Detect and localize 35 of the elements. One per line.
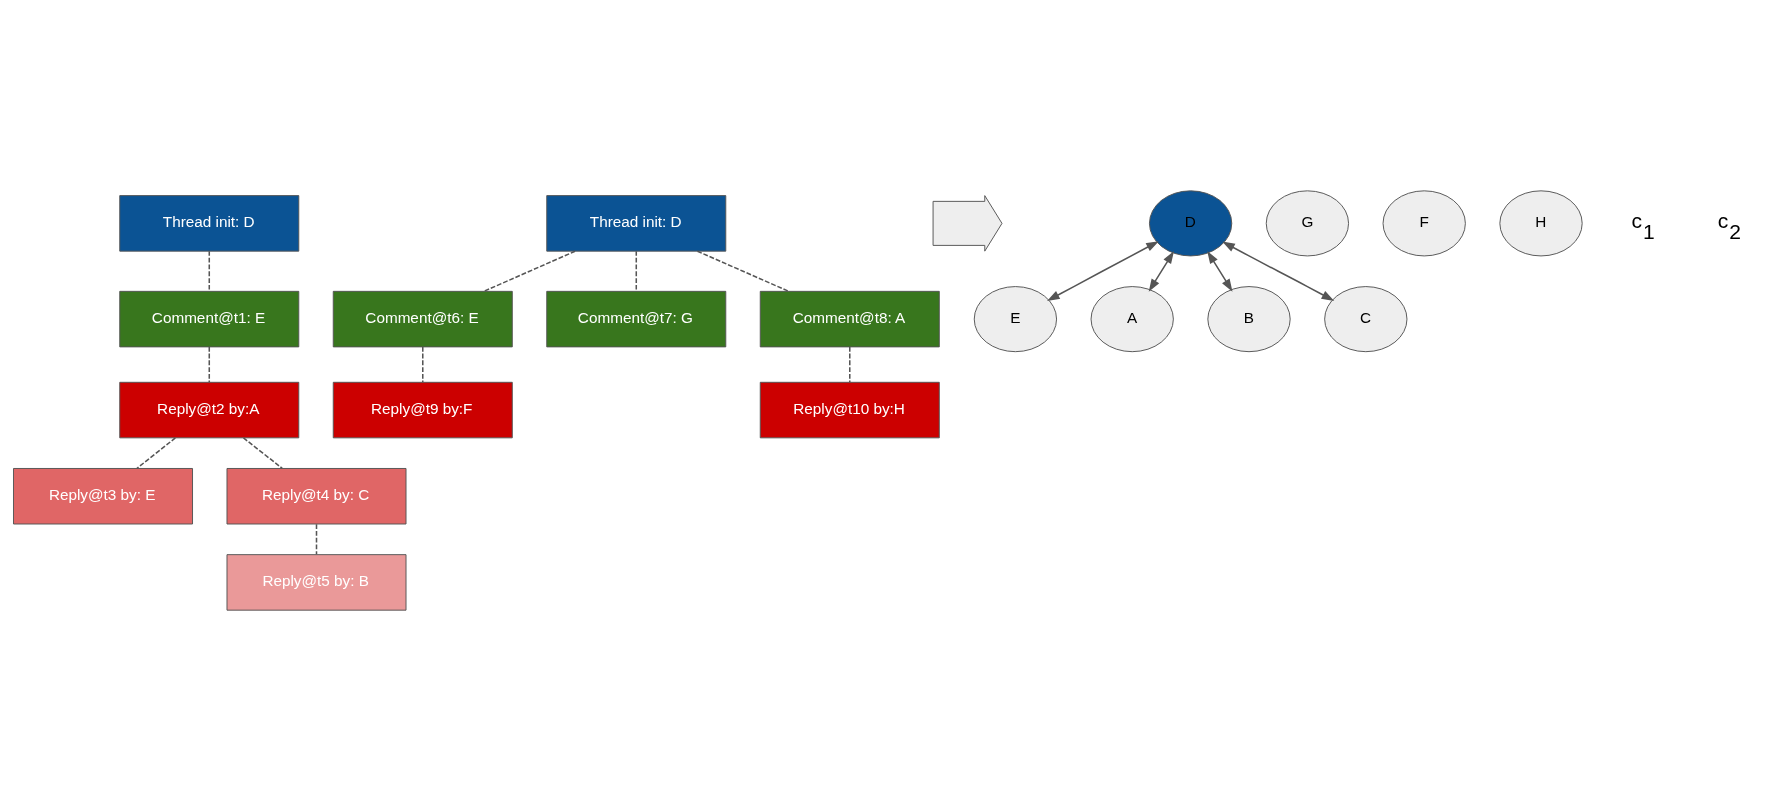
connector — [849, 345, 851, 383]
node-arrow — [932, 194, 1003, 252]
node-box: Thread init: D — [119, 194, 300, 252]
node-ellipse: F — [1382, 189, 1466, 256]
connector — [136, 436, 177, 469]
connector — [422, 345, 424, 383]
node-ellipse: A — [1090, 285, 1174, 352]
node-ellipse: C — [1324, 285, 1408, 352]
connector — [635, 249, 638, 292]
node-box: Comment@t1: E — [119, 290, 300, 347]
arrow — [1047, 240, 1159, 301]
connector — [208, 249, 211, 292]
node-box: Comment@t8: A — [759, 290, 940, 347]
node-box: Reply@t5 by: B — [226, 553, 407, 611]
connector — [696, 249, 790, 292]
connector — [208, 345, 211, 383]
node-ellipse: D — [1148, 189, 1233, 256]
node-ellipse: B — [1207, 285, 1291, 352]
connector — [483, 249, 576, 292]
node-box: Thread init: D — [546, 194, 727, 252]
node-box: Reply@t3 by: E — [13, 467, 193, 524]
arrow — [1148, 250, 1174, 292]
connector — [242, 436, 283, 469]
connector — [315, 523, 318, 555]
node-box: Reply@t10 by:H — [759, 381, 940, 438]
node-box: Reply@t9 by:F — [332, 381, 513, 438]
node-ellipse: G — [1265, 189, 1350, 256]
node-box: Comment@t6: E — [332, 290, 513, 347]
node-box: Reply@t4 by: C — [226, 467, 407, 524]
node-box: Reply@t2 by:A — [119, 381, 300, 438]
node-ellipse: E — [973, 285, 1058, 352]
arrow — [1207, 250, 1233, 292]
node-ellipse: H — [1499, 189, 1583, 256]
arrow — [1222, 241, 1335, 301]
node-box: Comment@t7: G — [546, 290, 727, 347]
